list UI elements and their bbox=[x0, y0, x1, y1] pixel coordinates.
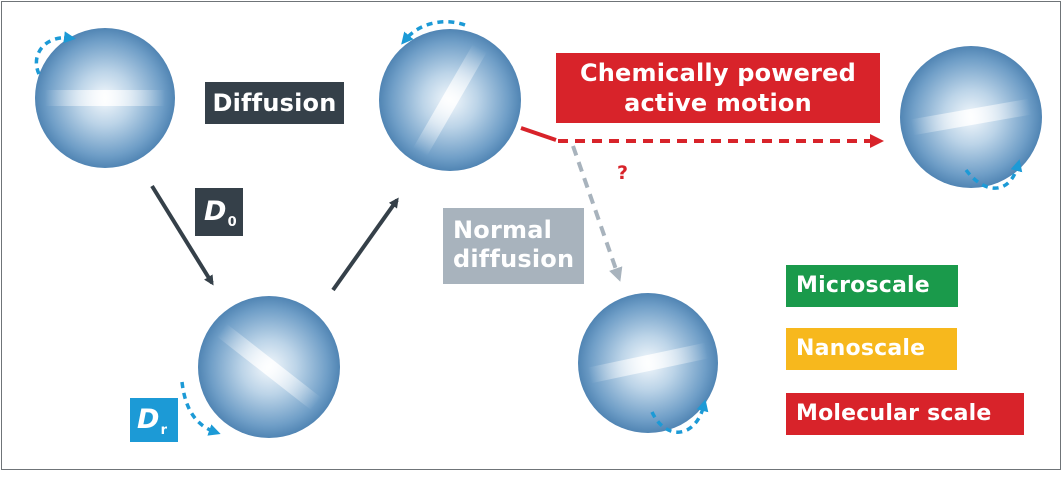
chemically-powered-label: Chemically powered active motion bbox=[556, 53, 880, 123]
sphere-top-left bbox=[35, 28, 175, 168]
sphere-top-middle bbox=[379, 29, 521, 171]
d0-label: D0 bbox=[195, 188, 243, 236]
d0-symbol: D bbox=[204, 196, 227, 227]
normal-diffusion-arrow bbox=[571, 145, 623, 282]
dr-label: Dr bbox=[130, 398, 178, 442]
legend-microscale: Microscale bbox=[786, 265, 958, 307]
rotation-arrow-right bbox=[964, 159, 1023, 190]
rotation-arrow-top-left bbox=[34, 31, 76, 75]
active-motion-start bbox=[520, 126, 557, 142]
d0-subscript: 0 bbox=[227, 215, 237, 230]
rotation-arrow-top-middle bbox=[401, 20, 466, 45]
rotation-arrow-bottom-right bbox=[650, 399, 709, 434]
sphere-right bbox=[900, 46, 1042, 188]
normal-diffusion-label: Normal diffusion bbox=[443, 208, 584, 284]
legend-nanoscale: Nanoscale bbox=[786, 328, 957, 370]
diffusion-label: Diffusion bbox=[205, 82, 344, 124]
rotation-arrow-bottom-middle bbox=[180, 381, 221, 436]
arrow-down-right bbox=[150, 184, 214, 286]
dr-symbol: D bbox=[137, 404, 160, 435]
arrow-up-right bbox=[331, 197, 399, 292]
sphere-bottom-middle bbox=[198, 296, 340, 438]
question-mark: ? bbox=[617, 162, 629, 184]
dr-subscript: r bbox=[160, 423, 168, 438]
legend-molecular-scale: Molecular scale bbox=[786, 393, 1024, 435]
figure-frame bbox=[1, 1, 1061, 470]
sphere-bottom-right bbox=[578, 293, 718, 433]
